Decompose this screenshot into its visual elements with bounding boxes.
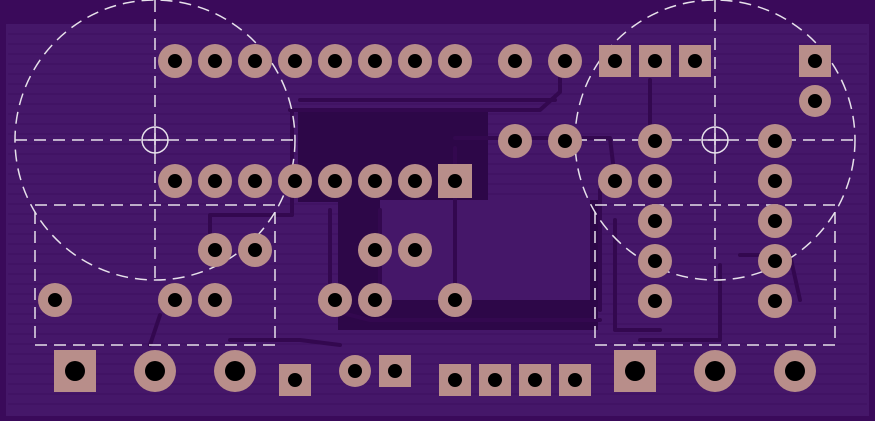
drill-hole (288, 174, 302, 188)
pot-right-body (594, 204, 836, 346)
drill-hole (208, 174, 222, 188)
silkscreen-centers (141, 126, 729, 154)
trace (328, 208, 602, 322)
drill-hole (65, 361, 85, 381)
pot-left-body (34, 204, 276, 346)
drill-hole (348, 364, 362, 378)
drill-hole (288, 373, 302, 387)
trace (228, 338, 342, 347)
drill-hole (688, 54, 702, 68)
drill-hole (608, 174, 622, 188)
drill-hole (225, 361, 245, 381)
trace (148, 313, 162, 347)
drill-hole (368, 174, 382, 188)
drill-hole (705, 361, 725, 381)
drill-hole (248, 54, 262, 68)
drill-hole (368, 243, 382, 257)
drill-hole (768, 214, 782, 228)
drill-hole (368, 293, 382, 307)
drill-hole (768, 254, 782, 268)
drill-hole (408, 54, 422, 68)
drill-hole (288, 54, 302, 68)
drill-hole (208, 243, 222, 257)
drill-hole (408, 174, 422, 188)
drill-hole (768, 134, 782, 148)
drill-hole (168, 54, 182, 68)
drill-hole (648, 294, 662, 308)
drill-hole (528, 373, 542, 387)
drill-hole (648, 134, 662, 148)
trace (638, 263, 722, 342)
drill-hole (808, 54, 822, 68)
drill-hole (448, 373, 462, 387)
drill-hole (768, 174, 782, 188)
drill-hole (568, 373, 582, 387)
drill-hole (48, 293, 62, 307)
drill-hole (145, 361, 165, 381)
drill-hole (558, 134, 572, 148)
drill-hole (328, 293, 342, 307)
drill-hole (168, 293, 182, 307)
drill-hole (208, 293, 222, 307)
drill-hole (808, 94, 822, 108)
drill-hole (648, 174, 662, 188)
drill-hole (488, 373, 502, 387)
drill-hole (168, 174, 182, 188)
trace (208, 108, 294, 252)
drill-hole (785, 361, 805, 381)
drill-hole (208, 54, 222, 68)
drill-hole (328, 174, 342, 188)
drill-hole (248, 174, 262, 188)
drill-hole (448, 54, 462, 68)
drill-hole (608, 54, 622, 68)
drill-hole (408, 243, 422, 257)
drill-hole (328, 54, 342, 68)
drill-hole (768, 294, 782, 308)
drill-hole (368, 54, 382, 68)
drill-hole (648, 214, 662, 228)
drill-hole (648, 54, 662, 68)
drill-hole (248, 243, 262, 257)
drill-hole (625, 361, 645, 381)
drill-hole (648, 254, 662, 268)
drill-hole (448, 174, 462, 188)
drill-hole (388, 364, 402, 378)
trace (613, 218, 662, 332)
drill-hole (448, 293, 462, 307)
drill-hole (558, 54, 572, 68)
drill-hole (508, 134, 522, 148)
pads (38, 44, 831, 396)
drill-hole (508, 54, 522, 68)
